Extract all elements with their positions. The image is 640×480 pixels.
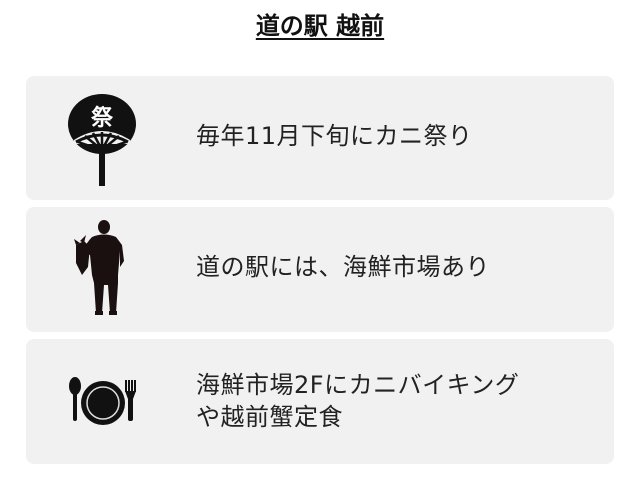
info-card-festival: 祭 毎年11月下旬にカニ祭り xyxy=(26,76,614,200)
dining-text: 海鮮市場2Fにカニバイキング や越前蟹定食 xyxy=(196,369,594,433)
festival-text: 毎年11月下旬にカニ祭り xyxy=(196,122,473,150)
dining-text-line1: 海鮮市場2Fにカニバイキング xyxy=(196,371,520,399)
svg-text:祭: 祭 xyxy=(90,105,114,131)
info-card-dining: 海鮮市場2Fにカニバイキング や越前蟹定食 xyxy=(26,339,614,464)
uchiwa-fan-icon: 祭 xyxy=(62,88,142,188)
plate-cutlery-icon xyxy=(62,351,142,451)
page-title-text: 道の駅 越前 xyxy=(255,12,385,40)
market-text: 道の駅には、海鮮市場あり xyxy=(196,253,490,281)
fishmonger-silhouette-icon xyxy=(62,215,142,320)
dining-text-line2: や越前蟹定食 xyxy=(196,403,343,431)
page-title: 道の駅 越前 xyxy=(0,6,640,41)
info-card-market: 道の駅には、海鮮市場あり xyxy=(26,207,614,332)
